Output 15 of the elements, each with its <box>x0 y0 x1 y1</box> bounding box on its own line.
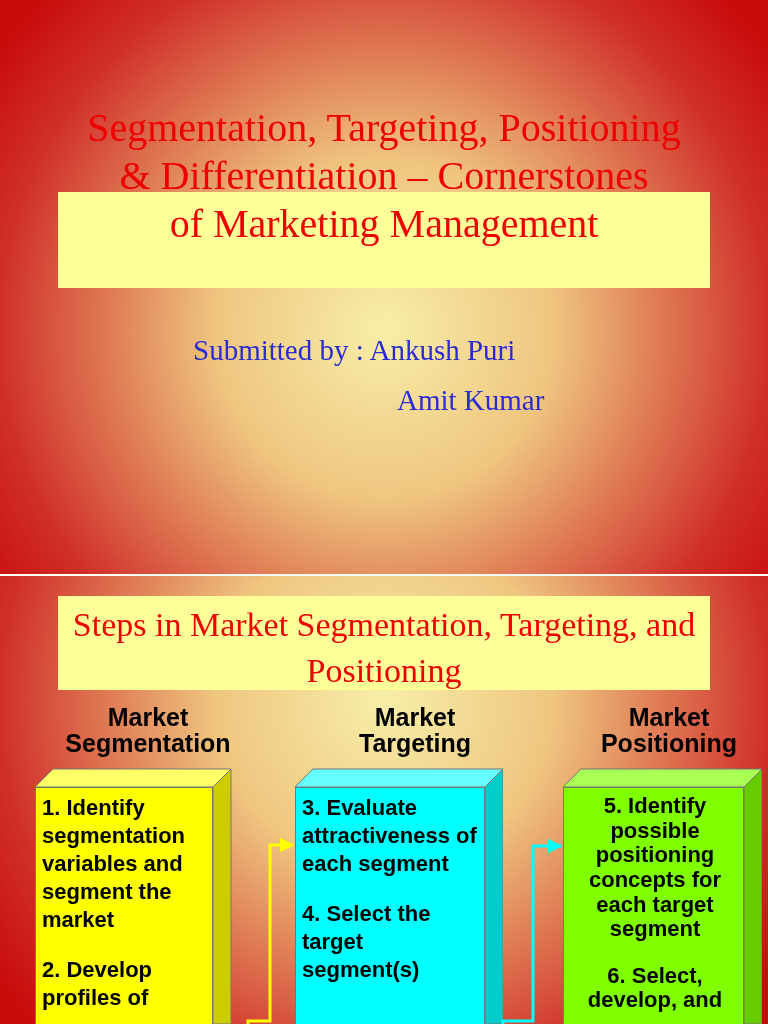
step-text: 5. Identify possible positioning concepts for each target segment <box>588 794 722 942</box>
connector-arrow <box>501 838 563 1024</box>
step-text: 1. Identify segmentation variables and segment the market <box>42 794 187 934</box>
step-text: 4. Select the target segment(s) <box>302 899 432 984</box>
column-heading: Market Targeting <box>357 705 472 756</box>
column-heading: Market Segmentation <box>64 705 232 756</box>
step-text: 3. Evaluate attractiveness of each segment <box>302 794 478 878</box>
section-heading: Steps in Market Segmentation, Targeting, and Positioning <box>71 605 697 691</box>
step-text: 6. Select, develop, and <box>586 963 724 1013</box>
slide-title: Segmentation, Targeting, Positioning & Differentiation – Cornerstones of Marketing Management <box>86 104 682 248</box>
author-text: Submitted by : Ankush Puri <box>193 334 516 367</box>
connector-arrow <box>246 837 295 1024</box>
column-heading: Market Positioning <box>599 705 739 756</box>
author-text: Amit Kumar <box>397 384 545 417</box>
step-text: 2. Develop profiles of <box>42 955 154 1012</box>
